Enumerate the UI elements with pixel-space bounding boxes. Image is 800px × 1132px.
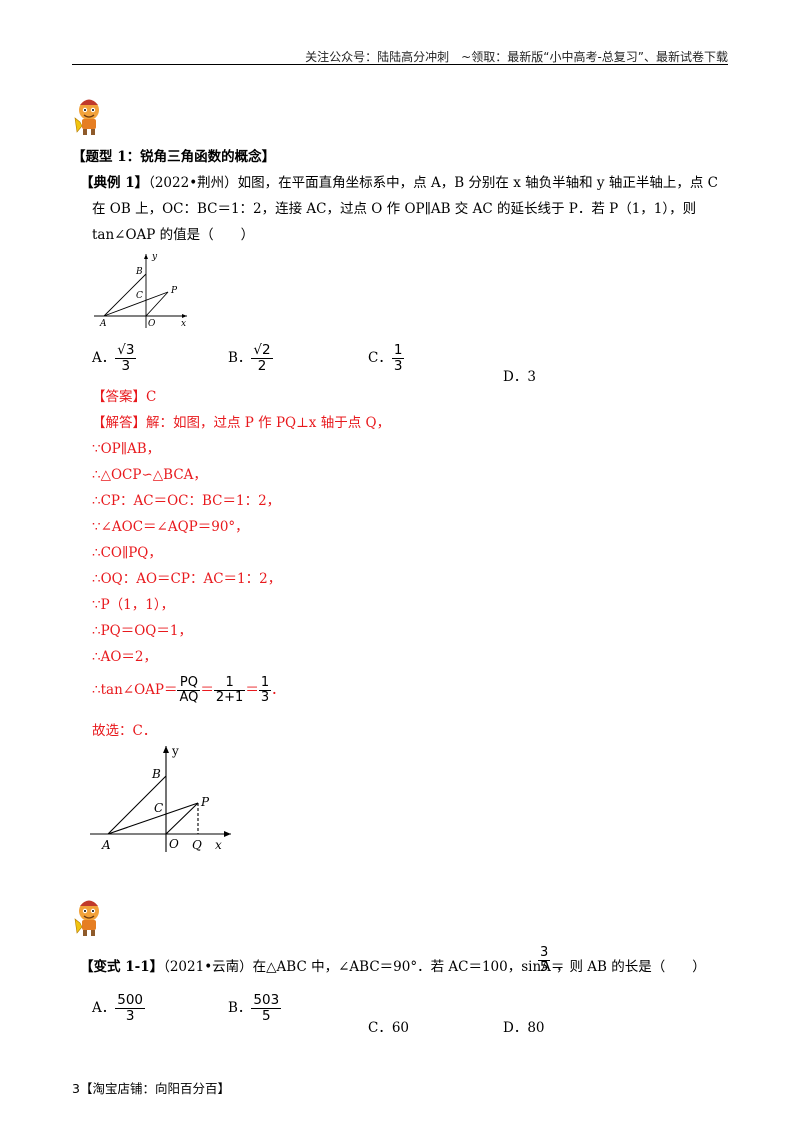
- sin-numerator: 3: [540, 945, 549, 960]
- step-1: ∵OP∥AB，: [92, 441, 161, 457]
- axis-x-label: x: [215, 838, 222, 852]
- example-1-figure: y x B C P A O: [94, 252, 187, 329]
- point-b-label: B: [135, 267, 143, 277]
- answer-figure: y x B C P A O Q: [90, 744, 231, 852]
- point-o-label: O: [169, 837, 179, 851]
- variant-1-1-text: （2021•云南）在△ABC 中，∠ABC＝90°．若 AC＝100，sinA＝: [163, 959, 565, 975]
- section-title: 【题型 1：锐角三角函数的概念】: [72, 149, 276, 165]
- point-a-label: A: [99, 319, 107, 329]
- point-b-label: B: [151, 767, 161, 781]
- variant-1-1-text-2: ，则 AB 的长是（ ）: [556, 959, 706, 975]
- option-b-denominator: 2: [251, 357, 273, 374]
- variant-option-c: C．60: [368, 1020, 410, 1036]
- option-c-label: C．: [368, 349, 392, 366]
- analysis-text: 解：如图，过点 P 作 PQ⊥x 轴于点 Q，: [146, 415, 391, 431]
- option-c-denominator: 3: [391, 357, 405, 374]
- step-9: ∴AO＝2，: [92, 649, 157, 665]
- point-p-label: P: [170, 286, 178, 296]
- variant-option-d: D．80: [503, 1020, 545, 1036]
- tan-prefix: ∴tan∠OAP＝: [92, 682, 178, 699]
- variant-option-a-numerator: 500: [117, 992, 144, 1008]
- choose-line: 故选：C．: [92, 723, 157, 739]
- pencil-mascot-icon: [74, 99, 99, 135]
- point-c-label: C: [154, 801, 163, 815]
- fraction-2-numerator: 1: [225, 675, 234, 690]
- fraction-1-numerator: PQ: [179, 675, 198, 690]
- variant-option-a-denominator: 3: [115, 1007, 146, 1024]
- variant-option-b-label: B．: [228, 999, 252, 1016]
- point-a-label: A: [101, 838, 111, 852]
- step-4: ∵∠AOC＝∠AQP＝90°，: [92, 519, 249, 535]
- fraction-3-numerator: 1: [260, 675, 270, 690]
- option-b-numerator: √2: [253, 342, 271, 358]
- option-a-numerator: √3: [117, 342, 135, 358]
- variant-option-b-denominator: 5: [251, 1007, 282, 1024]
- step-3: ∴CP：AC＝OC：BC＝1：2，: [92, 493, 281, 509]
- step-6: ∴OQ：AO＝CP：AC＝1：2，: [92, 571, 282, 587]
- analysis-label: 【解答】: [92, 415, 146, 431]
- answer-line: 【答案】C: [92, 389, 157, 405]
- variant-option-a-label: A．: [92, 999, 116, 1016]
- option-b-label: B．: [228, 349, 252, 366]
- analysis-line: 【解答】解：如图，过点 P 作 PQ⊥x 轴于点 Q，: [92, 415, 391, 431]
- option-c-numerator: 1: [393, 342, 403, 358]
- variant-1-1-label: 【变式 1-1】: [80, 959, 164, 975]
- point-c-label: C: [136, 291, 143, 301]
- step-8: ∴PQ＝OQ＝1，: [92, 623, 192, 639]
- axis-x-label: x: [181, 319, 186, 329]
- equals-1: ＝: [200, 682, 214, 699]
- header-divider: [72, 64, 728, 65]
- fraction-1-denominator: AQ: [177, 690, 201, 706]
- example-1-text-1: （2022•荆州）如图，在平面直角坐标系中，点 A，B 分别在 x 轴负半轴和 …: [148, 175, 718, 191]
- example-1-line-1: 【典例 1】（2022•荆州）如图，在平面直角坐标系中，点 A，B 分别在 x …: [80, 175, 718, 191]
- pencil-mascot-icon: [74, 900, 99, 936]
- page-header: 关注公众号：陆陆高分冲刺 ~领取：最新版“小中高考-总复习”、最新试卷下载: [305, 50, 728, 64]
- page-footer: 3【淘宝店铺：向阳百分百】: [72, 1081, 230, 1096]
- point-p-label: P: [200, 795, 210, 809]
- fraction-3-denominator: 3: [258, 690, 272, 706]
- step-5: ∴CO∥PQ，: [92, 545, 162, 561]
- option-a-denominator: 3: [115, 357, 137, 374]
- example-1-line-3: tan∠OAP 的值是（ ）: [92, 227, 255, 243]
- example-1-label: 【典例 1】: [80, 175, 149, 191]
- axis-y-label: y: [151, 252, 158, 262]
- tan-suffix: ．: [271, 682, 285, 699]
- point-o-label: O: [148, 319, 156, 329]
- option-d: D．3: [503, 369, 536, 385]
- option-a-label: A．: [92, 349, 116, 366]
- variant-option-b-numerator: 503: [253, 992, 280, 1008]
- step-7: ∵P（1，1），: [92, 597, 175, 613]
- example-1-line-2: 在 OB 上，OC：BC＝1：2，连接 AC，过点 O 作 OP∥AB 交 AC…: [92, 201, 697, 217]
- step-2: ∴△OCP∽△BCA，: [92, 467, 207, 483]
- sin-denominator: 5: [538, 960, 551, 976]
- point-q-label: Q: [192, 838, 202, 852]
- equals-2: ＝: [245, 682, 259, 699]
- fraction-2-denominator: 2+1: [213, 690, 246, 706]
- axis-y-label: y: [171, 744, 179, 758]
- variant-1-1-line: 【变式 1-1】（2021•云南）在△ABC 中，∠ABC＝90°．若 AC＝1…: [80, 959, 565, 975]
